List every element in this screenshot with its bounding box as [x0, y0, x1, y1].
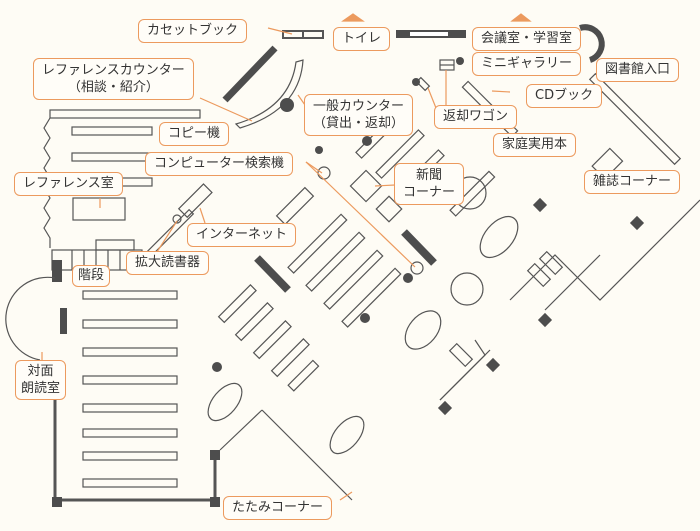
label-general-counter[interactable]: 一般カウンター （貸出・返却） — [304, 94, 414, 136]
label-return-wagon[interactable]: 返却ワゴン — [434, 105, 518, 129]
label-stairs[interactable]: 階段 — [72, 265, 111, 287]
label-tatami-corner[interactable]: たたみコーナー — [223, 496, 333, 520]
label-reading-room[interactable]: 対面 朗読室 — [15, 360, 67, 400]
label-cd-book[interactable]: CDブック — [526, 84, 603, 108]
reference-counter — [222, 45, 278, 103]
entrance-arc — [579, 24, 605, 63]
label-library-entrance[interactable]: 図書館入口 — [596, 58, 680, 82]
label-reference-counter[interactable]: レファレンスカウンター （相談・紹介） — [33, 58, 194, 100]
general-counter-line2: （貸出・返却） — [313, 116, 405, 131]
label-home-practical-books[interactable]: 家庭実用本 — [493, 133, 577, 157]
label-internet[interactable]: インターネット — [187, 223, 297, 247]
reference-table — [72, 197, 126, 221]
reading-room-line2: 朗読室 — [21, 381, 61, 396]
reference-counter-line2: （相談・紹介） — [67, 80, 159, 95]
pillar — [280, 98, 294, 112]
general-counter-line1: 一般カウンター — [313, 99, 405, 114]
reading-room-arc — [5, 276, 56, 361]
label-computer-search[interactable]: コンピューター検索機 — [145, 152, 294, 176]
label-magnifier-reader[interactable]: 拡大読書器 — [126, 251, 210, 275]
label-reference-room[interactable]: レファレンス室 — [14, 172, 123, 196]
label-cassette-book[interactable]: カセットブック — [138, 19, 248, 43]
reference-counter-line1: レファレンスカウンター — [42, 63, 185, 78]
label-mini-gallery[interactable]: ミニギャラリー — [472, 52, 582, 76]
label-newspaper-corner[interactable]: 新聞 コーナー — [394, 163, 465, 205]
label-meeting-room[interactable]: 会議室・学習室 — [472, 27, 582, 51]
newspaper-line2: コーナー — [403, 185, 456, 200]
label-copy-machine[interactable]: コピー機 — [159, 122, 230, 146]
general-counter — [234, 59, 304, 129]
label-magazine-corner[interactable]: 雑誌コーナー — [584, 170, 681, 194]
label-toilet[interactable]: トイレ — [333, 27, 391, 51]
left-bookshelves — [82, 290, 178, 488]
newspaper-line1: 新聞 — [416, 168, 443, 183]
reading-room-line1: 対面 — [27, 364, 54, 379]
reference-room-wall — [49, 109, 201, 119]
